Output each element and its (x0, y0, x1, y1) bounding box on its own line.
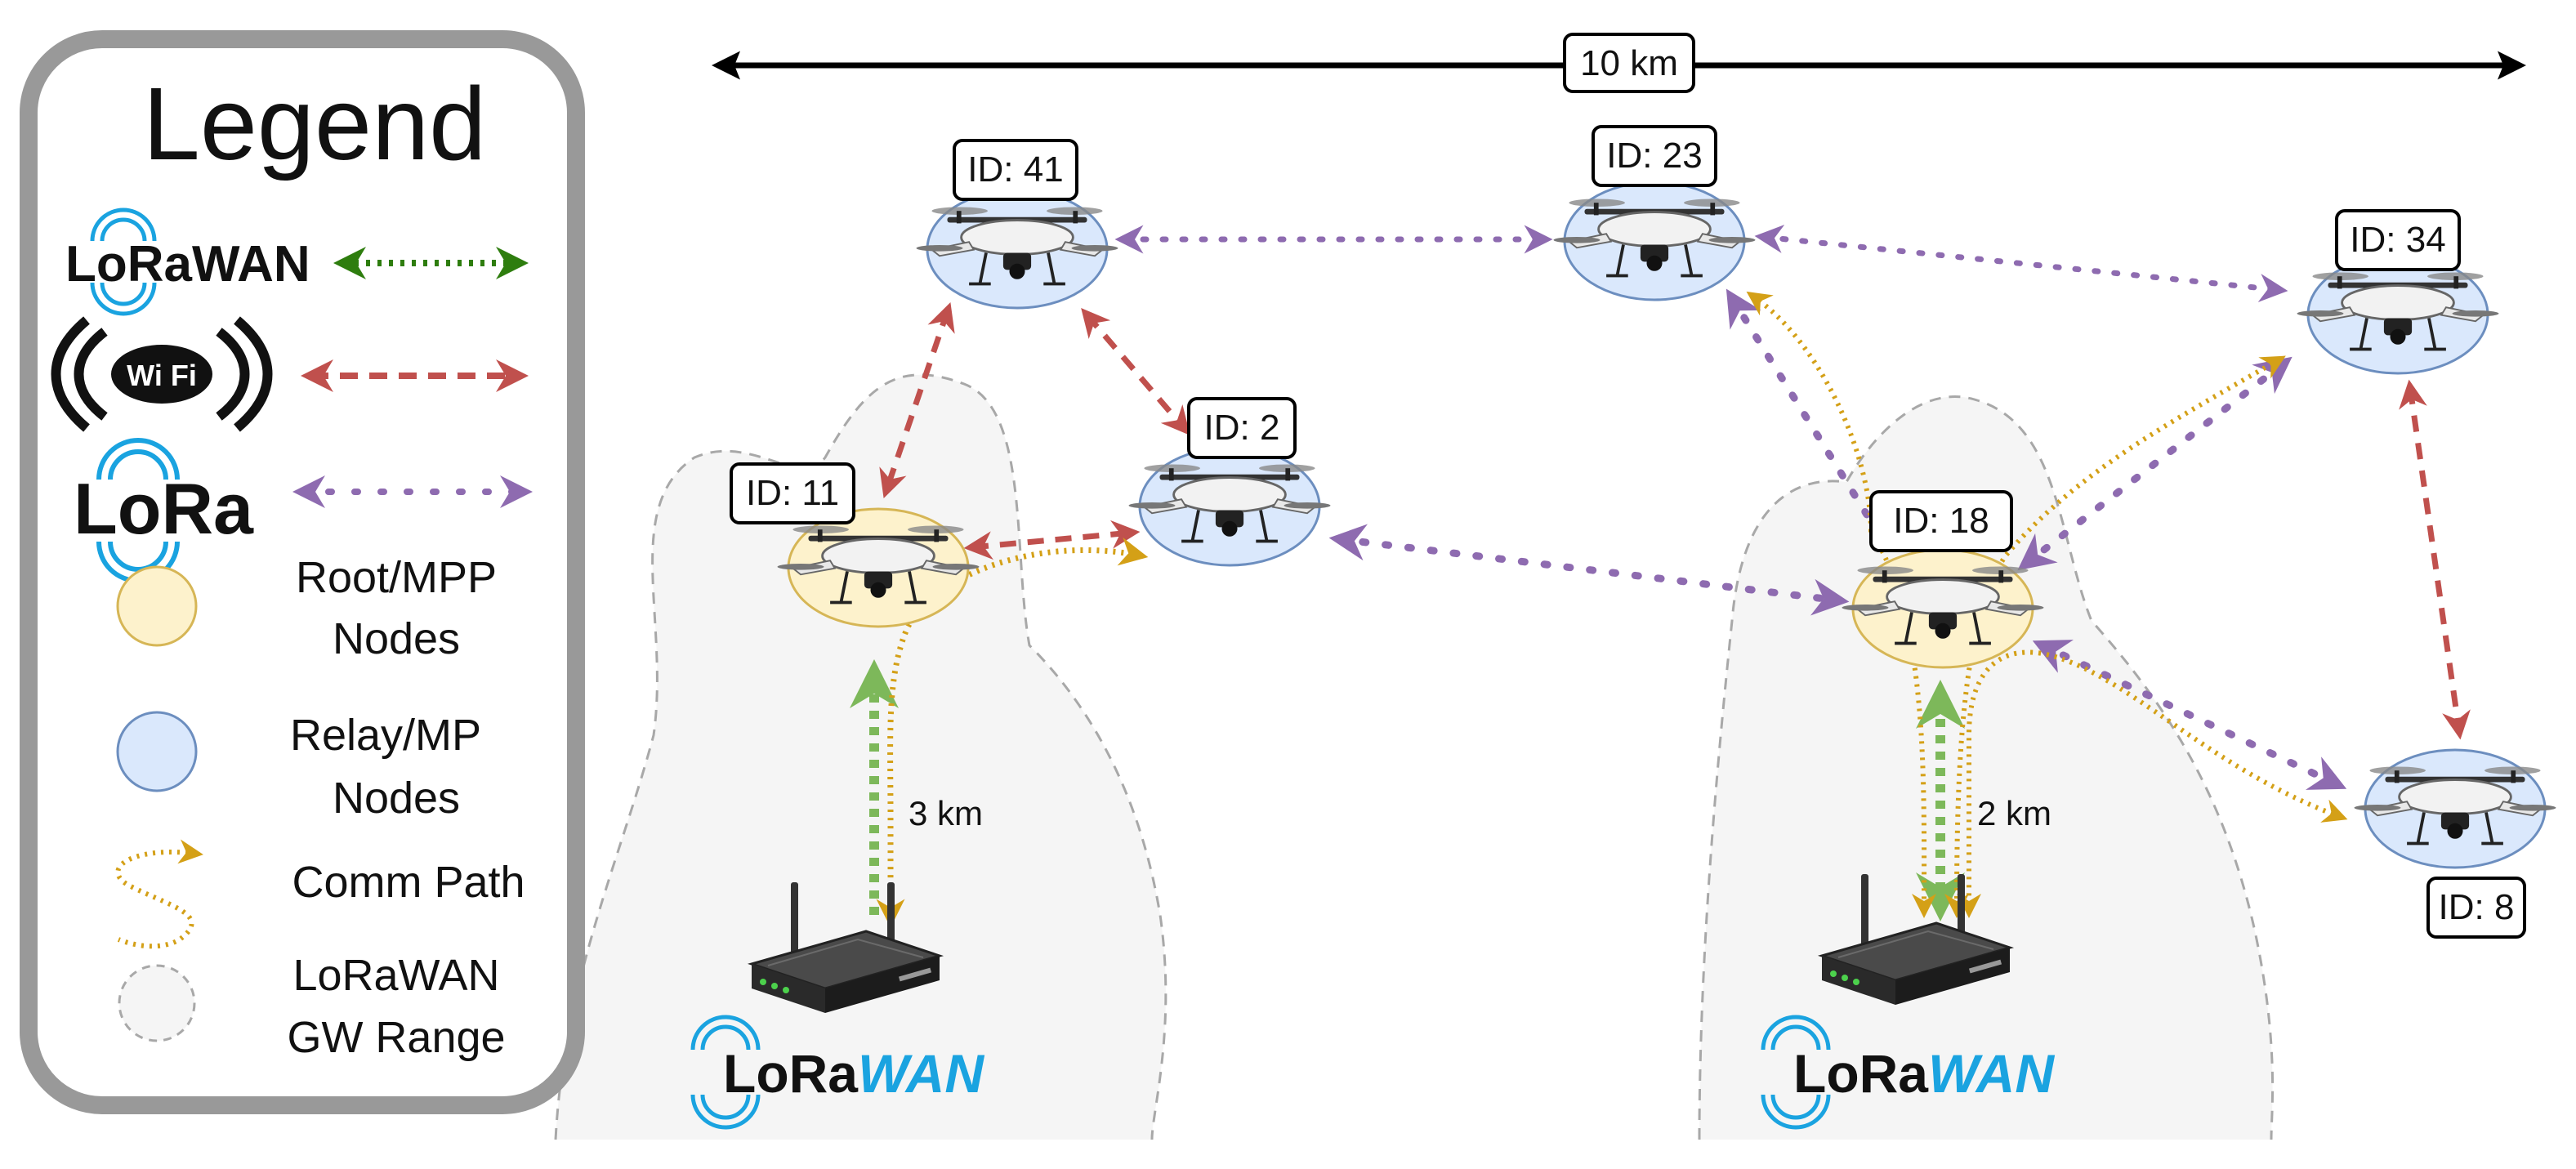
node-id-label: ID: 8 (2439, 887, 2515, 927)
svg-text:LoRaWAN: LoRaWAN (1793, 1043, 2055, 1104)
svg-text:Wi Fi: Wi Fi (127, 359, 197, 392)
legend-path-label: Comm Path (292, 858, 525, 907)
svg-text:LoRaWAN: LoRaWAN (65, 236, 310, 292)
gateway-distance: 3 km (909, 794, 983, 832)
comm-path-2-11-gw (876, 538, 1149, 928)
legend: Legend LoRaWAN Wi Fi LoRa Root/MPP No (20, 30, 585, 1114)
gateway-distance: 2 km (1977, 794, 2051, 832)
legend-lorawan-logo: LoRaWAN (65, 207, 310, 316)
node-11[interactable]: ID: 11 (730, 462, 981, 628)
legend-wifi-logo: Wi Fi (51, 316, 273, 432)
node-id-label: ID: 11 (746, 473, 839, 513)
legend-relay-label: Relay/MP (290, 711, 481, 760)
legend-range-label: LoRaWAN (292, 951, 499, 1000)
wifi-link-41-2 (1081, 308, 1190, 435)
lora-link-23-34 (1754, 225, 2288, 302)
gateway-right: LoRaWAN 2 km (1761, 794, 2055, 1130)
legend-root-label-2: Nodes (333, 614, 460, 663)
node-2: ID: 2 (1127, 397, 1333, 567)
scale-label-box (1563, 33, 1695, 93)
node-id-label: ID: 23 (1606, 136, 1702, 176)
node-41: ID: 41 (914, 139, 1120, 310)
lorawan-logo: LoRaWAN (690, 1015, 984, 1130)
lorawan-logo: LoRaWAN (1761, 1015, 2055, 1130)
node-34: ID: 34 (2295, 209, 2501, 375)
node-id-label: ID: 34 (2350, 220, 2445, 260)
node-id-label: ID: 41 (967, 149, 1063, 190)
wifi-link-41-11 (879, 302, 955, 498)
legend-root-swatch (116, 565, 198, 647)
gateway-range-left (554, 373, 1167, 1140)
legend-relay-label-2: Nodes (333, 774, 460, 823)
legend-title: Legend (143, 66, 486, 181)
legend-relay-swatch (116, 711, 198, 792)
legend-range-swatch (118, 964, 196, 1042)
lora-link-18-34 (2017, 356, 2293, 571)
node-8: ID: 8 (2352, 748, 2558, 939)
node-18[interactable]: ID: 18 (1840, 490, 2046, 669)
legend-range-label-2: GW Range (287, 1013, 505, 1062)
node-id-label: ID: 2 (1204, 408, 1280, 448)
gateway-left: LoRaWAN 3 km (690, 794, 984, 1130)
svg-text:LoRaWAN: LoRaWAN (723, 1043, 984, 1104)
comm-path-34-18-gw (1944, 355, 2286, 918)
legend-lora-logo: LoRa (74, 438, 254, 583)
node-23: ID: 23 (1551, 125, 1757, 301)
wifi-link-34-8 (2399, 379, 2471, 740)
legend-root-label: Root/MPP (296, 553, 497, 602)
comm-path-23-18-gw (1746, 291, 1937, 918)
node-id-label: ID: 18 (1893, 501, 1989, 541)
scale-label: 10 km (1580, 43, 1678, 83)
svg-text:LoRa: LoRa (74, 468, 254, 549)
